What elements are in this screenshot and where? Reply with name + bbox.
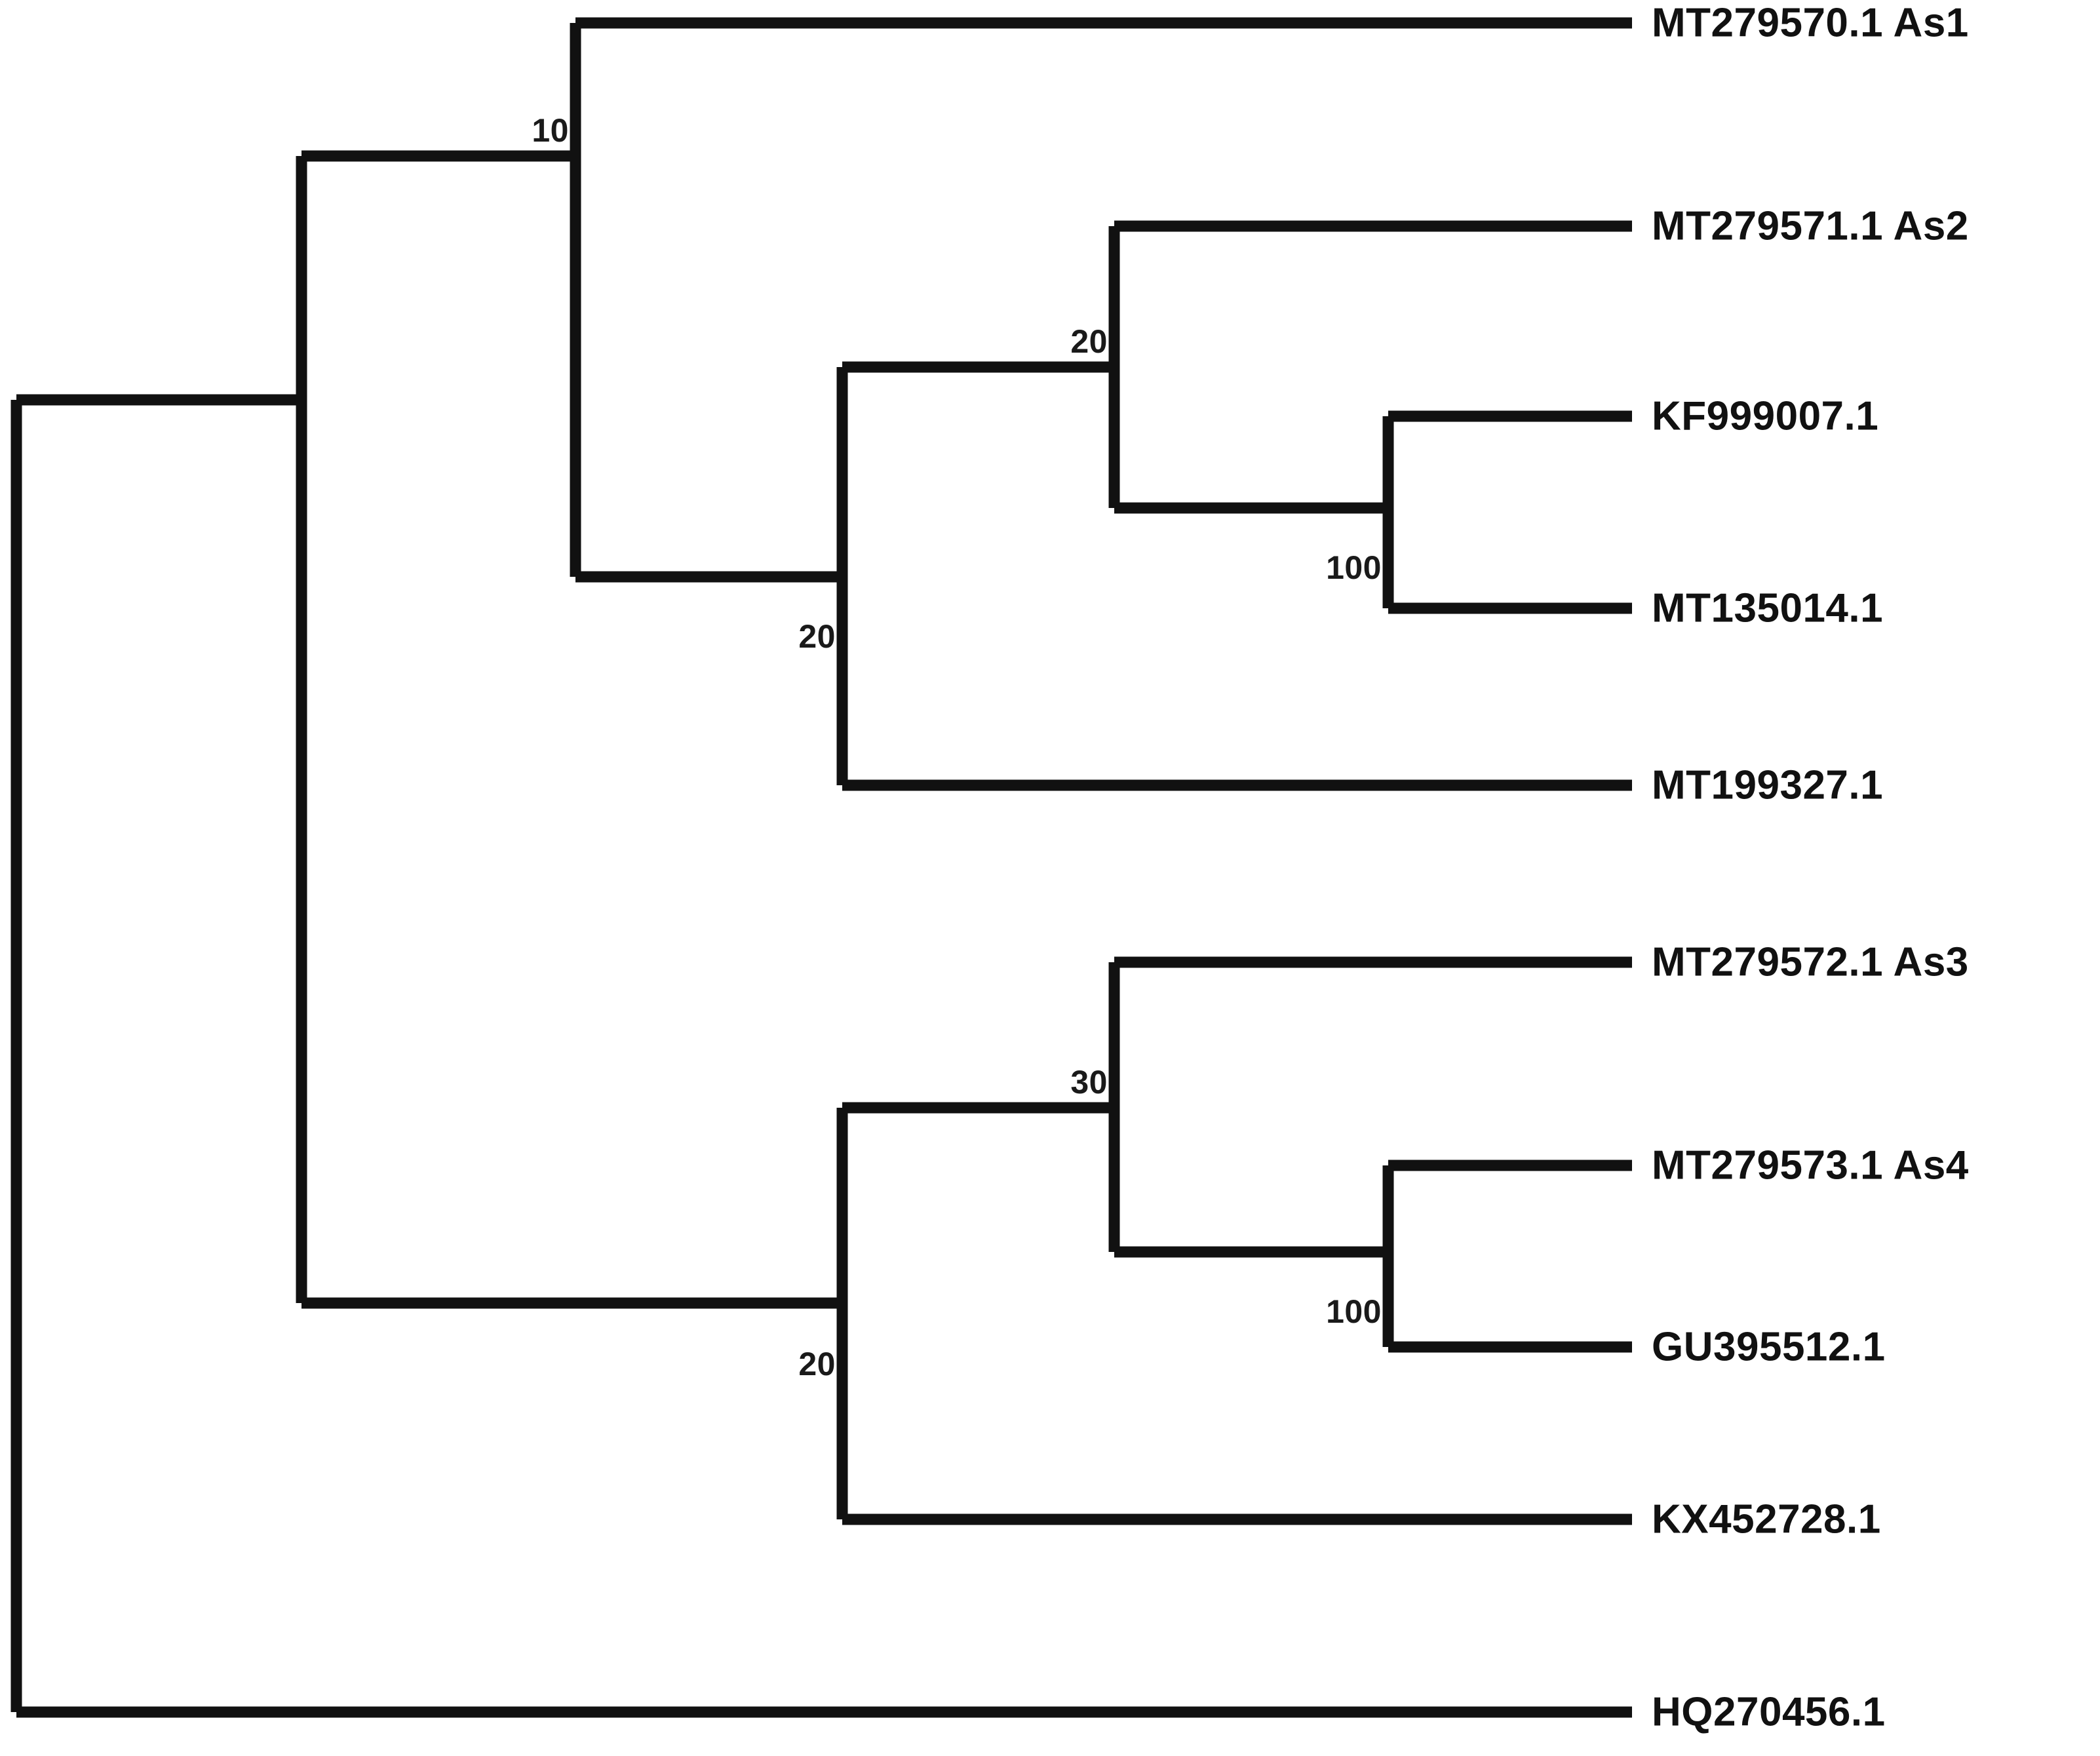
tip-label-MT279570: MT279570.1 As1	[1652, 0, 1969, 46]
support-label-n10: 10	[532, 112, 569, 149]
tip-label-MT135014: MT135014.1	[1652, 585, 1884, 631]
tip-label-GU395512: GU395512.1	[1652, 1324, 1886, 1370]
branch-lines	[10, 17, 1632, 1718]
support-label-n20c: 20	[798, 1346, 836, 1382]
support-label-n20b: 20	[1070, 323, 1108, 360]
tip-label-HQ270456: HQ270456.1	[1652, 1689, 1886, 1735]
tip-label-MT279571: MT279571.1 As2	[1652, 203, 1969, 249]
tip-label-MT279573: MT279573.1 As4	[1652, 1142, 1969, 1188]
tip-label-KX452728: KX452728.1	[1652, 1496, 1881, 1542]
support-label-n30: 30	[1070, 1064, 1108, 1101]
tip-label-MT279572: MT279572.1 As3	[1652, 939, 1969, 985]
support-label-n100b: 100	[1326, 1293, 1382, 1330]
tip-label-MT199327: MT199327.1	[1652, 762, 1884, 808]
support-label-n100a: 100	[1326, 549, 1382, 586]
tip-label-KF999007: KF999007.1	[1652, 393, 1879, 439]
support-label-n20a: 20	[798, 618, 836, 655]
